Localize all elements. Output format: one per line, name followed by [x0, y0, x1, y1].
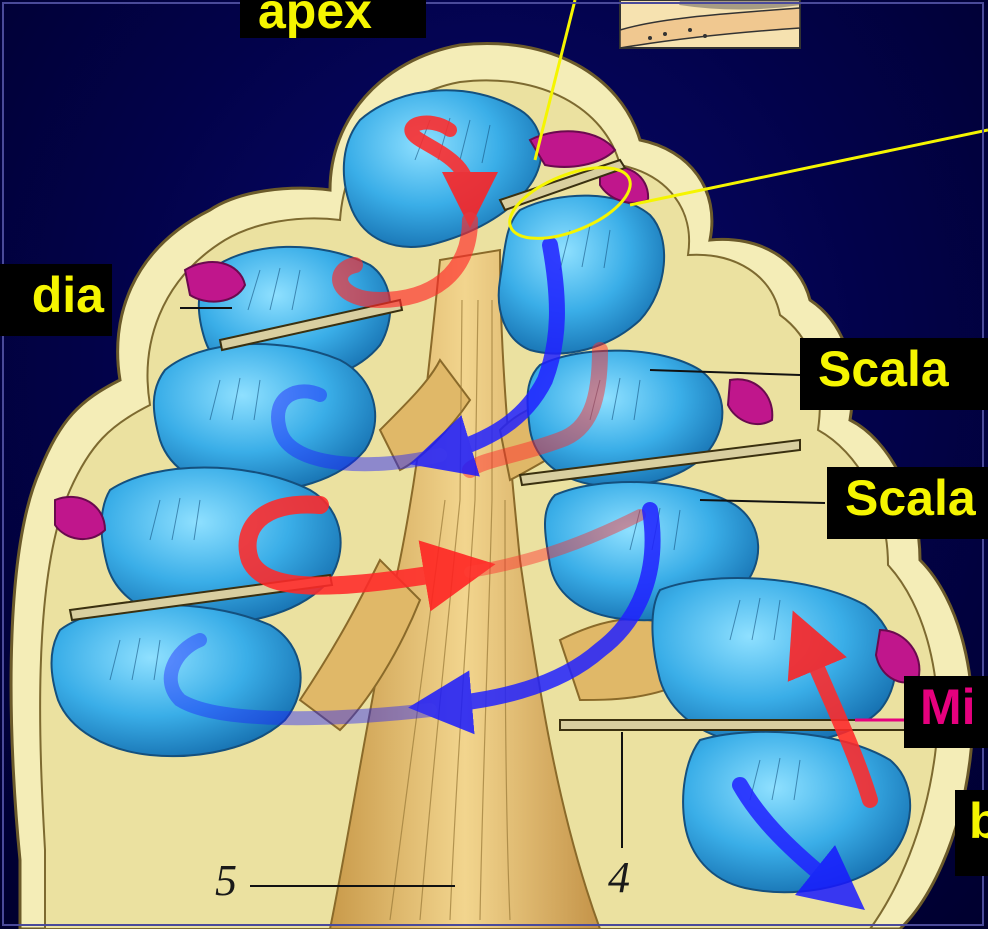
scala-media-label: dia — [0, 264, 112, 336]
apex-label: apex — [240, 0, 426, 38]
middle-turn-label: Mi — [904, 676, 988, 748]
label-number-5: 5 — [215, 855, 237, 906]
scala-vestibuli-label: Scala — [800, 338, 988, 410]
base-label: b — [955, 790, 988, 876]
scala-tympani-label: Scala — [827, 467, 988, 539]
label-number-4: 4 — [608, 852, 630, 903]
inset-thumbnail — [620, 0, 800, 48]
